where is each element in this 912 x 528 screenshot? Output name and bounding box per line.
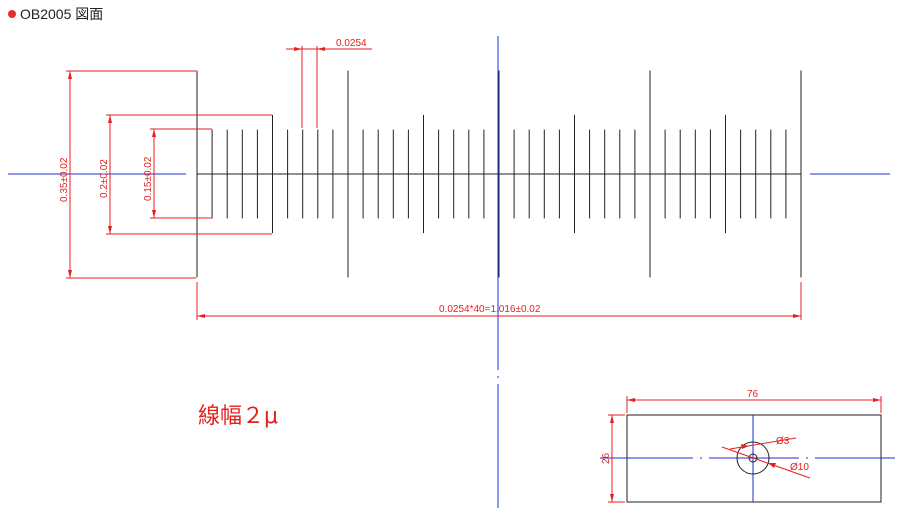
scale-ticks <box>196 70 802 278</box>
medium-tick-dimension-label: 0.2±0.02 <box>99 159 110 198</box>
pitch-dimension: 0.0254 <box>286 38 372 128</box>
long-tick-dimension-label: 0.35±0.02 <box>59 157 70 202</box>
total-length-dimension: 0.0254*40=1.016±0.02 <box>196 282 802 320</box>
bullet-icon <box>8 10 16 18</box>
short-tick-dimension-label: 0.15±0.02 <box>143 156 154 201</box>
title-text: OB2005 図面 <box>20 6 104 22</box>
pitch-dimension-label: 0.0254 <box>336 38 367 49</box>
total-length-dimension-label: 0.0254*40=1.016±0.02 <box>439 304 541 315</box>
short-tick-dimension: 0.15±0.02 <box>143 128 212 219</box>
slide-height-label: 26 <box>601 452 612 464</box>
drawing-title: OB2005 図面 <box>8 4 103 24</box>
medium-tick-dimension: 0.2±0.02 <box>99 114 272 235</box>
long-tick-dimension: 0.35±0.02 <box>59 70 196 279</box>
slide-outer-ring <box>736 441 770 475</box>
line-width-note: 線幅２μ <box>198 404 278 429</box>
slide-outer-ring-label: Ø10 <box>790 462 809 473</box>
slide-inner-hole-label: Ø3 <box>776 436 790 447</box>
slide-view: 76 26 Ø3 Ø10 <box>600 389 895 503</box>
slide-inner-hole <box>748 453 758 463</box>
slide-width-label: 76 <box>747 389 759 400</box>
